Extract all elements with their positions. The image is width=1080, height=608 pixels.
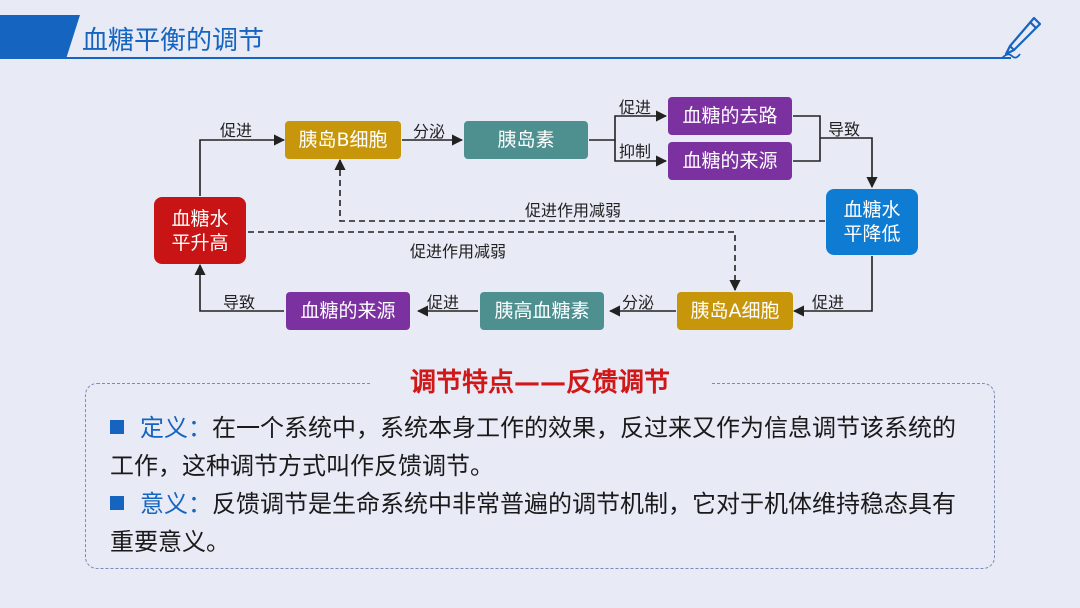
node-blood-sugar-low: 血糖水 平降低 [826,189,918,255]
label-secrete-top: 分泌 [413,122,446,141]
arrow-to-low [820,137,878,189]
arrow-high-to-b-cell [199,134,286,196]
label-weaken-lower: 促进作用减弱 [410,242,507,261]
label-cause-low: 导致 [828,120,861,139]
bullet-square-icon [110,420,124,434]
definition-text: 在一个系统中，系统本身工作的效果，反过来又作为信息调节该系统的工作，这种调节方式… [110,414,956,480]
arrow-insulin-to-sugar-out [589,110,668,141]
arrow-to-high [194,263,284,312]
label-promote-out: 促进 [619,98,652,117]
label-promote-b: 促进 [220,121,253,140]
node-blood-sugar-high: 血糖水 平升高 [154,197,246,264]
node-sugar-in-bottom: 血糖的来源 [286,292,410,330]
dashed-low-to-b-cell [334,158,825,222]
header-accent-bar [0,15,80,59]
node-b-cell: 胰岛B细胞 [285,121,401,159]
significance-point: 意义：反馈调节是生命系统中非常普遍的调节机制，它对于机体维持稳态具有重要意义。 [110,485,970,561]
definition-term: 定义： [140,414,212,442]
page-title: 血糖平衡的调节 [82,26,265,56]
label-promote-a: 促进 [812,293,845,312]
header-divider [66,57,1011,59]
bracket-right [793,115,821,162]
dashed-high-to-a-cell [248,231,741,292]
summary-title: 调节特点——反馈调节 [370,362,710,404]
label-secrete-bottom: 分泌 [622,293,655,312]
label-inhibit-in: 抑制 [619,142,652,161]
significance-term: 意义： [140,490,212,518]
label-weaken-upper: 促进作用减弱 [525,201,622,220]
bullet-square-icon [110,496,124,510]
arrow-low-to-a-cell [792,256,873,317]
pen-icon [1001,16,1042,59]
node-a-cell: 胰岛A细胞 [677,292,793,330]
label-promote-in: 促进 [427,293,460,312]
significance-text: 反馈调节是生命系统中非常普遍的调节机制，它对于机体维持稳态具有重要意义。 [110,490,956,556]
node-glucagon: 胰高血糖素 [480,292,604,330]
node-sugar-out: 血糖的去路 [668,97,792,135]
definition-point: 定义：在一个系统中，系统本身工作的效果，反过来又作为信息调节该系统的工作，这种调… [110,409,970,485]
arrow-insulin-to-sugar-in [614,140,668,167]
node-insulin: 胰岛素 [464,121,588,159]
label-cause-high: 导致 [223,293,256,312]
node-sugar-in-top: 血糖的来源 [668,142,792,180]
